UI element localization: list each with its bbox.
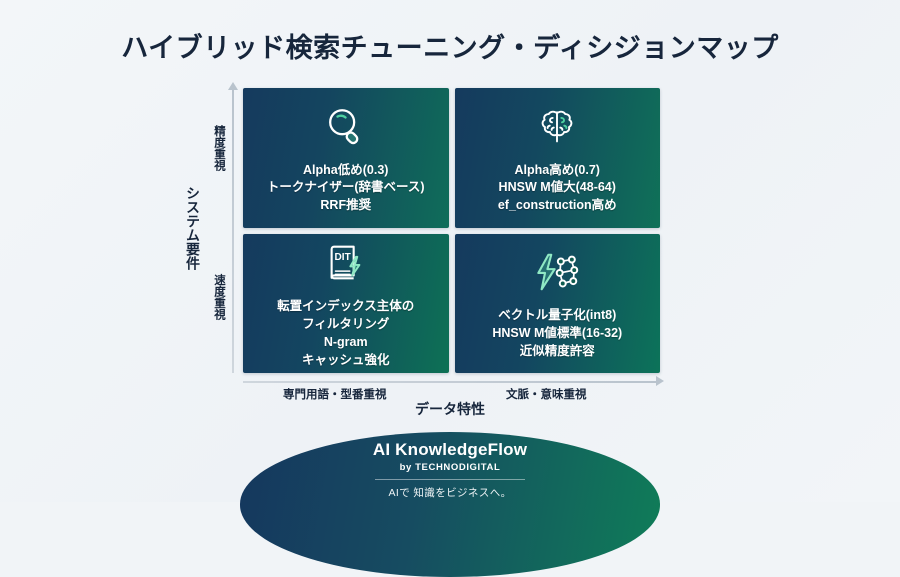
y-axis-line: [232, 88, 234, 373]
inverted-index-book-icon: DIT: [322, 237, 370, 289]
quadrant-bottom-left[interactable]: DIT 転置インデックス主体の フィルタリング N-gram キャッシュ強化: [243, 233, 449, 373]
quadrant-line: N-gram: [323, 334, 368, 349]
brand-tagline: AIで 知識をビジネスへ。: [388, 487, 512, 499]
svg-text:DIT: DIT: [334, 252, 351, 263]
quadrant-top-right-text: Alpha高め(0.7) HNSW M値大(48-64) ef_construc…: [492, 162, 623, 215]
footer-brand-content: AI KnowledgeFlow by TECHNODIGITAL AIで 知識…: [240, 440, 660, 500]
page-title: ハイブリッド検索チューニング・ディシジョンマップ: [121, 33, 779, 63]
x-axis-label: データ特性: [415, 401, 485, 417]
quadrant-line: フィルタリング: [302, 317, 390, 331]
x-axis-label-right: 文脈・意味重視: [506, 389, 587, 401]
x-axis-arrowhead-icon: [656, 376, 664, 386]
quadrant-line: ef_construction高め: [497, 198, 617, 213]
quadrant-line: 転置インデックス主体の: [277, 299, 415, 314]
brand-byline: by TECHNODIGITAL: [399, 462, 501, 473]
quadrant-line: HNSW M値大(48-64): [498, 180, 616, 195]
magnifier-icon: [323, 101, 369, 153]
brain-icon: [534, 101, 580, 153]
quadrant-line: RRF推奨: [320, 198, 372, 213]
vector-network-bolt-icon: [531, 246, 583, 298]
footer-brand-banner: AI KnowledgeFlow by TECHNODIGITAL AIで 知識…: [240, 432, 660, 577]
brand-divider: [375, 479, 525, 480]
quadrant-line: キャッシュ強化: [301, 352, 390, 367]
quadrant-matrix: Alpha低め(0.3) トークナイザー(辞書ベース) RRF推奨: [243, 88, 660, 373]
x-axis-label-left: 専門用語・型番重視: [283, 389, 387, 401]
y-axis-label: システム要件: [185, 186, 201, 270]
quadrant-top-left[interactable]: Alpha低め(0.3) トークナイザー(辞書ベース) RRF推奨: [243, 88, 449, 228]
quadrant-line: Alpha高め(0.7): [514, 162, 600, 177]
quadrant-bottom-right[interactable]: ベクトル量子化(int8) HNSW M値標準(16-32) 近似精度許容: [454, 233, 660, 373]
y-axis-label-top: 精度重視: [213, 125, 225, 171]
quadrant-line: Alpha低め(0.3): [303, 162, 389, 177]
y-axis-arrowhead-icon: [228, 82, 238, 90]
brand-name: AI KnowledgeFlow: [372, 440, 528, 459]
quadrant-top-right[interactable]: Alpha高め(0.7) HNSW M値大(48-64) ef_construc…: [454, 88, 660, 228]
quadrant-top-left-text: Alpha低め(0.3) トークナイザー(辞書ベース) RRF推奨: [261, 162, 431, 215]
quadrant-line: HNSW M値標準(16-32): [492, 325, 623, 340]
x-axis-line: [243, 381, 658, 383]
quadrant-line: ベクトル量子化(int8): [498, 308, 617, 323]
quadrant-bottom-right-text: ベクトル量子化(int8) HNSW M値標準(16-32) 近似精度許容: [486, 307, 628, 360]
quadrant-line: 近似精度許容: [519, 343, 595, 358]
y-axis-label-bottom: 速度重視: [213, 274, 225, 320]
quadrant-line: トークナイザー(辞書ベース): [266, 180, 425, 195]
quadrant-bottom-left-text: 転置インデックス主体の フィルタリング N-gram キャッシュ強化: [271, 298, 420, 369]
